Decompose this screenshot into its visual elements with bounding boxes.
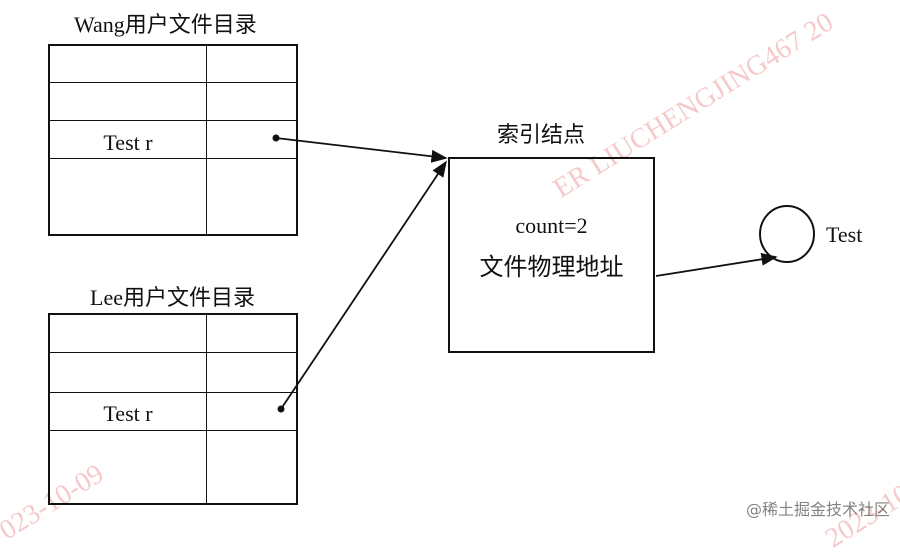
- table-column-divider: [206, 46, 207, 234]
- lee-directory-table: Test r: [48, 313, 298, 505]
- table-row-divider: [50, 120, 296, 121]
- wang-directory-title: Wang用户文件目录: [74, 12, 257, 37]
- table-row-divider: [50, 392, 296, 393]
- inode-physical-address: 文件物理地址: [479, 253, 624, 281]
- table-column-divider: [206, 315, 207, 503]
- inode-to-file-arrow: [655, 252, 778, 277]
- table-row-divider: [50, 158, 296, 159]
- file-label: Test: [826, 222, 863, 247]
- table-row-divider: [50, 352, 296, 353]
- inode-title: 索引结点: [497, 122, 586, 147]
- wang-to-inode-arrow: [275, 137, 448, 163]
- connector-layer: [272, 134, 815, 413]
- wang-entry-name: Test r: [103, 130, 153, 155]
- lee-entry-name: Test r: [103, 401, 153, 426]
- file-node-circle: [759, 205, 815, 263]
- table-row-divider: [50, 82, 296, 83]
- lee-to-inode-arrow: [280, 160, 447, 410]
- inode-box: count=2 文件物理地址: [448, 157, 655, 353]
- lee-directory-title: Lee用户文件目录: [90, 285, 255, 310]
- table-row-divider: [50, 430, 296, 431]
- brand-watermark: @稀土掘金技术社区: [745, 500, 890, 519]
- inode-count: count=2: [515, 213, 588, 238]
